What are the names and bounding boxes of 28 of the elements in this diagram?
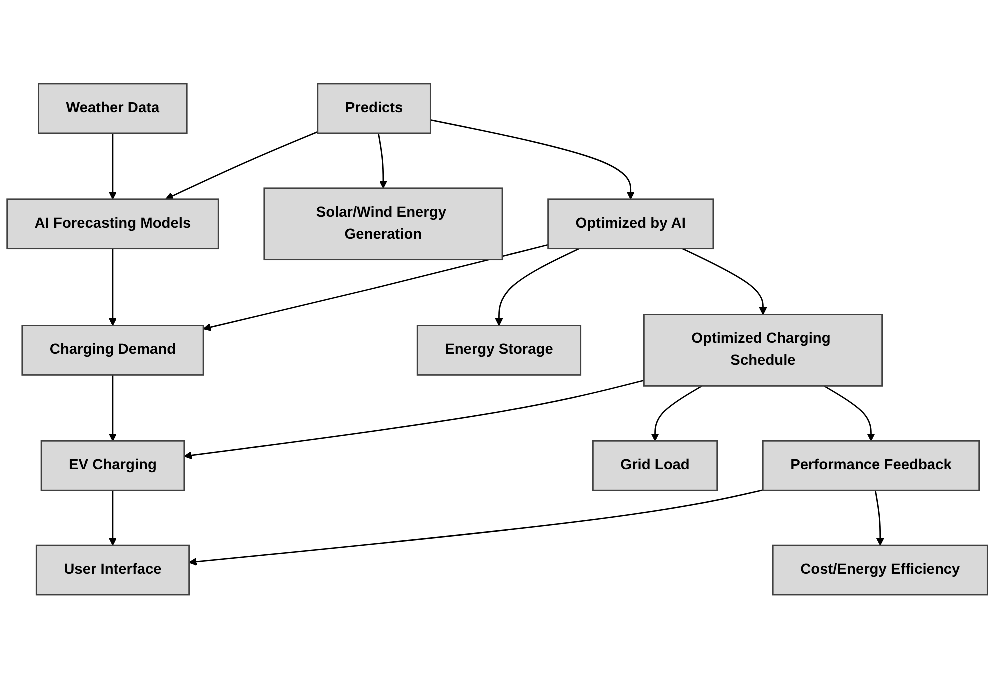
node-box: Predicts — [317, 83, 432, 134]
arrow — [824, 386, 876, 442]
arrow — [188, 490, 764, 566]
node-box: AI Forecasting Models — [6, 198, 220, 250]
node-box: Grid Load — [592, 440, 718, 492]
arrow — [108, 248, 117, 326]
arrow — [166, 131, 318, 200]
node-box: Charging Demand — [22, 325, 204, 376]
arrow — [203, 244, 548, 332]
arrow — [184, 380, 644, 460]
node-box: Cost/Energy Efficiency — [772, 544, 988, 596]
arrow — [108, 375, 117, 442]
node-box: Optimized by AI — [548, 198, 714, 250]
node-box: Optimized Charging Schedule — [644, 314, 883, 387]
arrow — [378, 133, 388, 189]
arrow — [682, 248, 768, 316]
arrow — [108, 133, 117, 200]
arrow — [651, 386, 703, 442]
arrow — [495, 248, 580, 326]
node-box: Performance Feedback — [762, 440, 980, 492]
arrow — [430, 120, 635, 200]
arrow — [108, 490, 117, 546]
node-box: Solar/Wind Energy Generation — [264, 188, 504, 261]
node-box: Weather Data — [38, 83, 188, 134]
node-box: Energy Storage — [416, 325, 582, 376]
node-box: User Interface — [36, 544, 190, 596]
arrow — [874, 490, 884, 546]
node-box: EV Charging — [40, 440, 186, 492]
